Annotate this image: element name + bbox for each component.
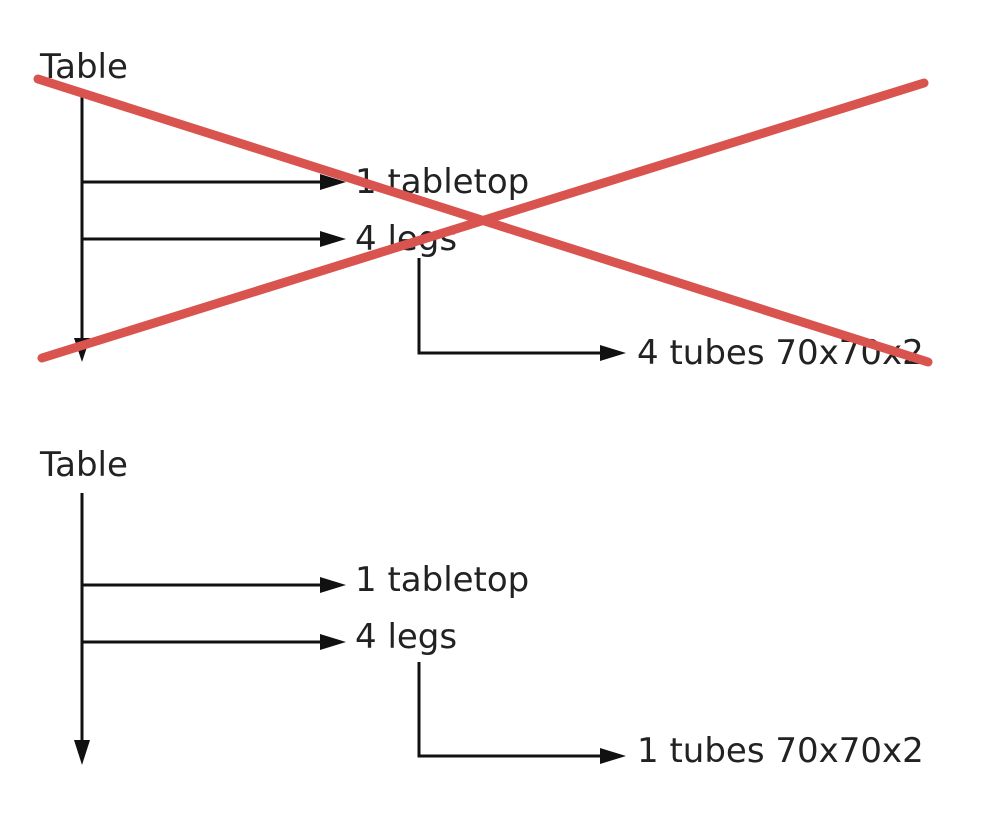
bottom-trunk-arrowhead	[74, 740, 90, 765]
cross-out-stroke-2	[37, 78, 929, 363]
top-legs-to-tubes-connector	[417, 258, 602, 355]
bottom-branch-legs-arrowhead	[320, 634, 346, 650]
bottom-legs-label: 4 legs	[355, 617, 457, 657]
bottom-tabletop-label: 1 tabletop	[355, 560, 529, 600]
bottom-legs-to-tubes-connector	[417, 662, 602, 758]
bottom-tubes-arrowhead	[600, 748, 626, 764]
top-tubes-arrowhead	[600, 345, 626, 361]
bottom-diagram: Table 1 tabletop 4 legs 1 tubes 70x70x2	[39, 445, 924, 771]
top-branch-tabletop-arrowhead	[320, 174, 346, 190]
top-branch-legs-arrowhead	[320, 231, 346, 247]
cross-out-mark	[33, 74, 933, 367]
top-tabletop-label: 1 tabletop	[355, 162, 529, 202]
bottom-tubes-label: 1 tubes 70x70x2	[637, 731, 924, 771]
top-diagram: Table 1 tabletop 4 legs 4 tubes 70x70x2	[33, 47, 933, 373]
bottom-branch-tabletop-arrowhead	[320, 577, 346, 593]
bottom-root-label: Table	[39, 445, 128, 485]
top-tubes-label: 4 tubes 70x70x2	[637, 333, 924, 373]
